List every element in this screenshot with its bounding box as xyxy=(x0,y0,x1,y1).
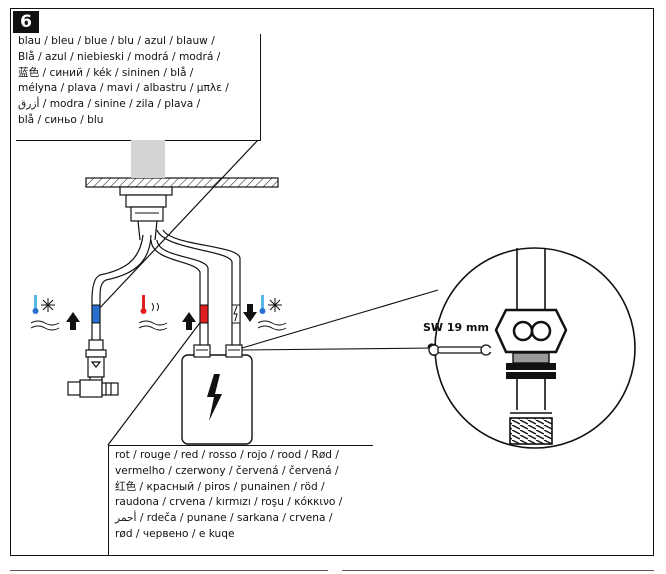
cold-water-icon xyxy=(30,295,60,331)
red-text-line: rød / червено / e kuqe xyxy=(115,527,235,540)
red-text-line: أحمر / rdeča / punane / sarkana / crvena… xyxy=(115,512,333,525)
red-pipe-marker xyxy=(199,304,209,324)
lightning-bolt-icon xyxy=(207,374,222,421)
threaded-connector xyxy=(509,417,553,445)
flow-arrow-icon xyxy=(66,312,80,330)
red-text-line: rot / rouge / red / rosso / rojo / rood … xyxy=(115,449,339,461)
wrench-size-label: SW 19 mm xyxy=(423,321,489,334)
red-leader-line xyxy=(107,315,206,446)
wrench-icon xyxy=(427,343,493,356)
zoom-line-bottom xyxy=(241,347,437,351)
blue-text-line: أزرق / modra / sinine / zila / plava / xyxy=(18,98,201,111)
cold-water-icon xyxy=(257,295,287,331)
blue-text-line: mélyna / plava / mavi / albastru / μπλε … xyxy=(18,82,229,95)
step-number-badge: 6 xyxy=(13,11,39,33)
footer-rule-right xyxy=(342,570,654,571)
blue-text-line: 蓝色 / синий / kék / sininen / blå / xyxy=(18,66,194,79)
blue-text-line: blau / bleu / blue / blu / azul / blauw … xyxy=(18,35,215,47)
footer-rule-left xyxy=(10,570,328,571)
blue-text-line: blå / синьо / blu xyxy=(18,113,104,126)
blue-leader-line xyxy=(95,139,259,313)
red-text-line: raudona / crvena / kırmızı / roşu / κόκκ… xyxy=(115,496,343,509)
red-text-line: 红色 / красный / piros / punainen / röd / xyxy=(115,480,325,493)
blue-pipe-marker xyxy=(91,304,101,324)
hot-water-icon xyxy=(138,295,168,331)
zoom-line-top xyxy=(241,289,439,349)
water-heater xyxy=(181,344,253,445)
supply-pipes xyxy=(91,229,241,345)
blue-color-label-box: blau / bleu / blue / blu / azul / blauw … xyxy=(16,34,261,141)
red-color-label-box: rot / rouge / red / rosso / rojo / rood … xyxy=(108,445,373,555)
flow-arrow-icon xyxy=(243,304,257,322)
flow-arrow-icon xyxy=(182,312,196,330)
angle-valve xyxy=(67,339,119,398)
worktop xyxy=(85,140,279,241)
red-text-line: vermelho / czerwony / červená / červená … xyxy=(115,464,339,477)
blue-text-line: Blå / azul / niebieski / modrá / modrá / xyxy=(18,50,221,63)
electric-hazard-icon xyxy=(233,305,238,322)
